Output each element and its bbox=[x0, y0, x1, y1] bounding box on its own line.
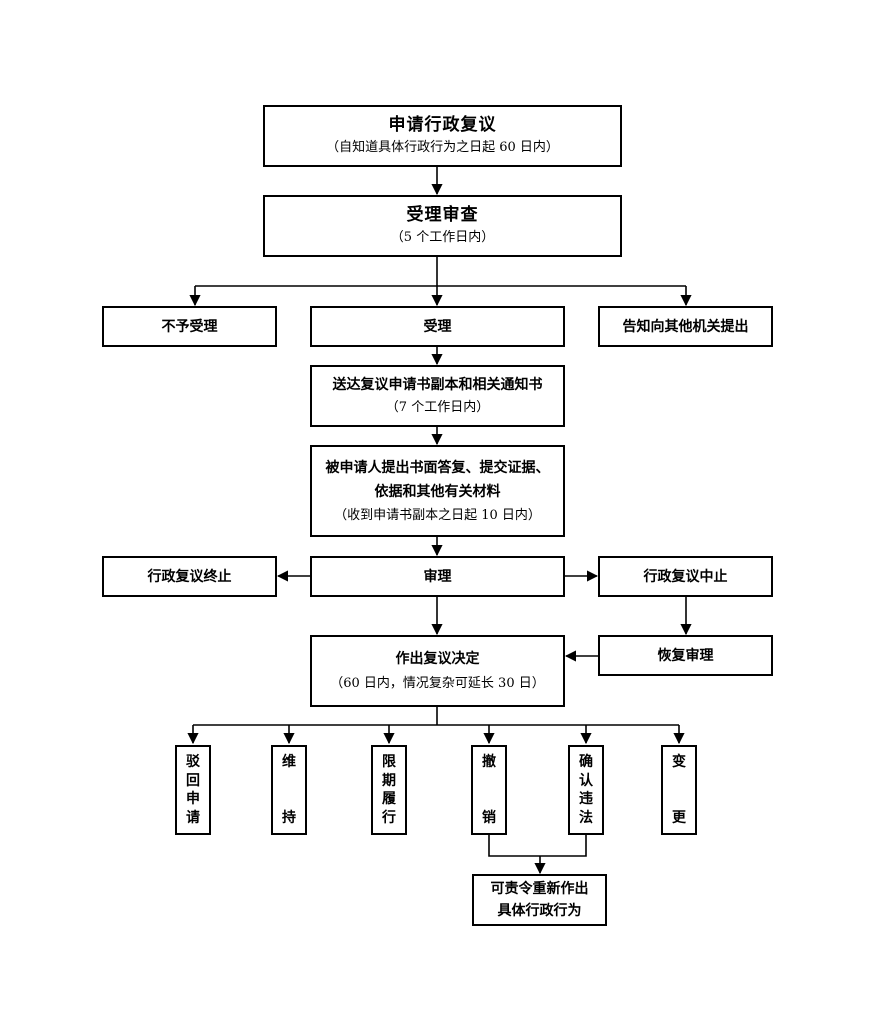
outcome-confirm-illegal: 确 认 违 法 bbox=[568, 745, 604, 835]
respond-line2: 依据和其他有关材料 bbox=[374, 484, 501, 500]
outcome-char: 期 bbox=[382, 772, 396, 789]
reorder-line1: 可责令重新作出 bbox=[490, 881, 589, 897]
resume-title: 恢复审理 bbox=[657, 647, 714, 664]
suspend-node: 行政复议中止 bbox=[598, 556, 773, 597]
line-revoke-confirm-merge bbox=[488, 835, 587, 857]
reject-title: 不予受理 bbox=[161, 318, 218, 335]
apply-title: 申请行政复议 bbox=[388, 115, 497, 135]
reorder-node: 可责令重新作出 具体行政行为 bbox=[472, 874, 607, 926]
outcome-char: 撤 bbox=[482, 754, 496, 770]
inform-title: 告知向其他机关提出 bbox=[622, 318, 749, 335]
respond-node: 被申请人提出书面答复、提交证据、 依据和其他有关材料 （收到申请书副本之日起 1… bbox=[310, 445, 565, 537]
outcome-char: 违 bbox=[579, 791, 593, 808]
reorder-line2: 具体行政行为 bbox=[497, 903, 582, 919]
deliver-title: 送达复议申请书副本和相关通知书 bbox=[332, 377, 543, 393]
deliver-subtitle: （7 个工作日内） bbox=[385, 400, 490, 415]
outcome-char: 履 bbox=[382, 791, 396, 808]
resume-node: 恢复审理 bbox=[598, 635, 773, 676]
accept-node: 受理 bbox=[310, 306, 565, 347]
outcome-char: 请 bbox=[186, 809, 200, 826]
trial-node: 审理 bbox=[310, 556, 565, 597]
outcome-change: 变 更 bbox=[661, 745, 697, 835]
outcome-revoke: 撤 销 bbox=[471, 745, 507, 835]
terminate-node: 行政复议终止 bbox=[102, 556, 277, 597]
outcome-char: 维 bbox=[282, 754, 296, 770]
review-subtitle: （5 个工作日内） bbox=[390, 230, 495, 245]
outcome-uphold: 维 持 bbox=[271, 745, 307, 835]
outcome-char: 销 bbox=[482, 810, 496, 826]
decide-node: 作出复议决定 （60 日内，情况复杂可延长 30 日） bbox=[310, 635, 565, 707]
accept-title: 受理 bbox=[423, 318, 452, 335]
outcome-char: 驳 bbox=[186, 754, 200, 770]
apply-subtitle: （自知道具体行政行为之日起 60 日内） bbox=[326, 140, 559, 155]
decide-title: 作出复议决定 bbox=[395, 651, 480, 667]
apply-node: 申请行政复议 （自知道具体行政行为之日起 60 日内） bbox=[263, 105, 622, 167]
review-node: 受理审查 （5 个工作日内） bbox=[263, 195, 622, 257]
outcome-char: 回 bbox=[186, 772, 200, 789]
outcome-char: 持 bbox=[282, 810, 296, 826]
respond-subtitle: （收到申请书副本之日起 10 日内） bbox=[334, 508, 541, 523]
respond-line1: 被申请人提出书面答复、提交证据、 bbox=[325, 460, 550, 476]
suspend-title: 行政复议中止 bbox=[643, 568, 728, 585]
outcome-char: 申 bbox=[186, 791, 200, 808]
outcome-char: 认 bbox=[579, 772, 593, 789]
decide-subtitle: （60 日内，情况复杂可延长 30 日） bbox=[330, 676, 545, 691]
outcome-char: 更 bbox=[672, 810, 686, 826]
outcome-char: 变 bbox=[672, 754, 686, 770]
outcome-char: 行 bbox=[382, 809, 396, 826]
outcome-reject-application: 驳 回 申 请 bbox=[175, 745, 211, 835]
deliver-node: 送达复议申请书副本和相关通知书 （7 个工作日内） bbox=[310, 365, 565, 427]
review-title: 受理审查 bbox=[406, 205, 479, 225]
outcome-char: 确 bbox=[579, 754, 593, 770]
outcome-perform-within-deadline: 限 期 履 行 bbox=[371, 745, 407, 835]
trial-title: 审理 bbox=[423, 568, 452, 585]
outcome-char: 限 bbox=[382, 754, 396, 770]
terminate-title: 行政复议终止 bbox=[147, 568, 232, 585]
outcome-char: 法 bbox=[579, 809, 593, 826]
reject-node: 不予受理 bbox=[102, 306, 277, 347]
inform-node: 告知向其他机关提出 bbox=[598, 306, 773, 347]
